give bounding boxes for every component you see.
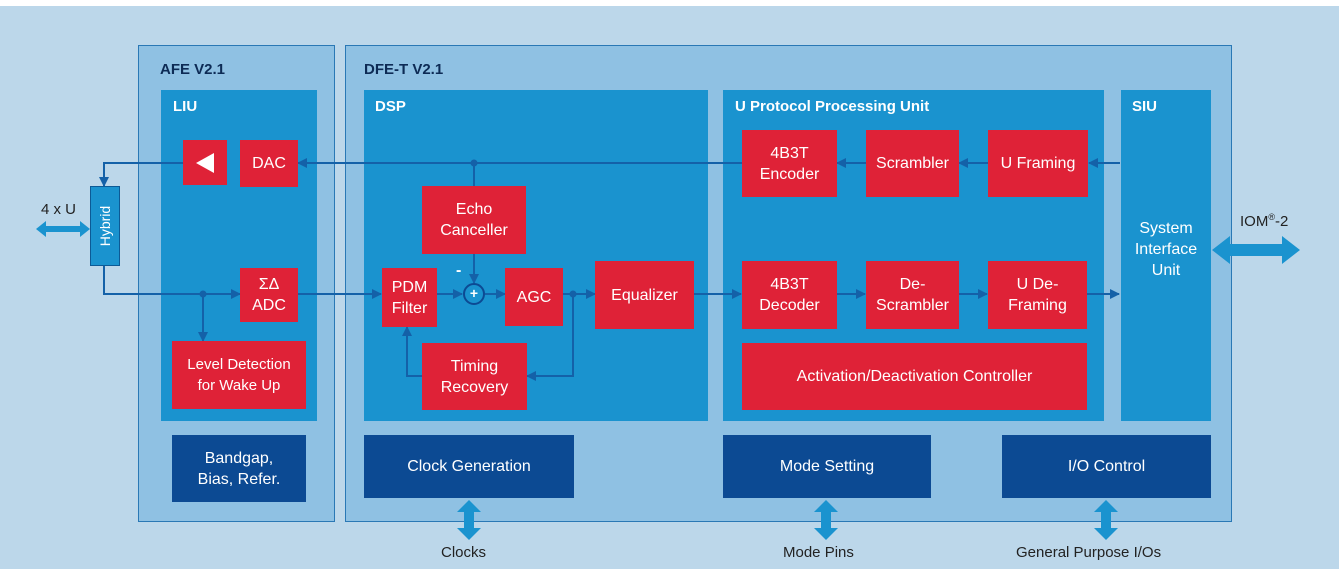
- line-interface-arrow: [36, 221, 90, 237]
- pdm-filter-block: PDM Filter: [382, 268, 437, 327]
- iom-suffix: -2: [1274, 213, 1289, 230]
- clocks-arrow: [457, 500, 481, 540]
- u-deframing-block: U De- Framing: [988, 261, 1087, 329]
- dsp-title: DSP: [375, 98, 406, 115]
- level-detection-block: Level Detection for Wake Up: [172, 341, 306, 409]
- hybrid-label: Hybrid: [97, 205, 113, 247]
- encoder-4b3t-block: 4B3T Encoder: [742, 130, 837, 197]
- gpio-label: General Purpose I/Os: [1016, 544, 1162, 561]
- dsp-block: [364, 90, 708, 421]
- dfe-title: DFE-T V2.1: [364, 61, 444, 78]
- decoder-4b3t-block: 4B3T Decoder: [742, 261, 837, 329]
- iom-base: IOM: [1240, 213, 1269, 230]
- mode-pins-label: Mode Pins: [783, 544, 854, 561]
- clock-generation-block: Clock Generation: [364, 435, 574, 498]
- mode-setting-block: Mode Setting: [723, 435, 931, 498]
- summing-plus: +: [469, 285, 479, 301]
- bandgap-block: Bandgap, Bias, Refer.: [172, 435, 306, 502]
- io-control-block: I/O Control: [1002, 435, 1211, 498]
- agc-block: AGC: [505, 268, 563, 326]
- line-driver-block: [183, 140, 227, 185]
- summing-node: [463, 283, 485, 305]
- wire-hybrid-to-adc: [103, 266, 241, 299]
- u-framing-block: U Framing: [988, 130, 1088, 197]
- line-interface-label: 4 x U: [41, 201, 77, 218]
- wire-agc-to-timing: [526, 294, 574, 381]
- clocks-label: Clocks: [441, 544, 487, 561]
- uppu-title: U Protocol Processing Unit: [735, 98, 930, 115]
- liu-title: LIU: [173, 98, 198, 115]
- junction-dot: [470, 159, 478, 167]
- registered-mark: ®: [1268, 212, 1275, 222]
- descrambler-block: De- Scrambler: [866, 261, 959, 329]
- iom-interface-label: IOM®-2: [1240, 212, 1288, 230]
- echo-canceller-block: Echo Canceller: [422, 186, 526, 254]
- wire-driver-to-hybrid: [99, 162, 183, 187]
- afe-title: AFE V2.1: [160, 61, 226, 78]
- timing-recovery-block: Timing Recovery: [422, 343, 527, 410]
- dac-block: DAC: [240, 140, 298, 187]
- siu-block: [1121, 90, 1211, 421]
- junction-dot: [569, 290, 577, 298]
- gpio-arrow: [1094, 500, 1118, 540]
- equalizer-block: Equalizer: [595, 261, 694, 329]
- junction-dot: [199, 290, 207, 298]
- hybrid-block: Hybrid: [90, 186, 120, 266]
- system-interface-unit-label: System Interface Unit: [1134, 220, 1198, 279]
- triangle-left-icon: [196, 152, 214, 173]
- iom-interface-arrow: [1212, 236, 1300, 264]
- summing-minus: -: [456, 262, 462, 279]
- siu-title: SIU: [1132, 98, 1158, 115]
- sigma-delta-adc-block: ΣΔ ADC: [240, 268, 298, 322]
- wire-timing-to-pdm: [402, 326, 422, 377]
- mode-pins-arrow: [814, 500, 838, 540]
- activation-controller-block: Activation/Deactivation Controller: [742, 343, 1087, 410]
- scrambler-block: Scrambler: [866, 130, 959, 197]
